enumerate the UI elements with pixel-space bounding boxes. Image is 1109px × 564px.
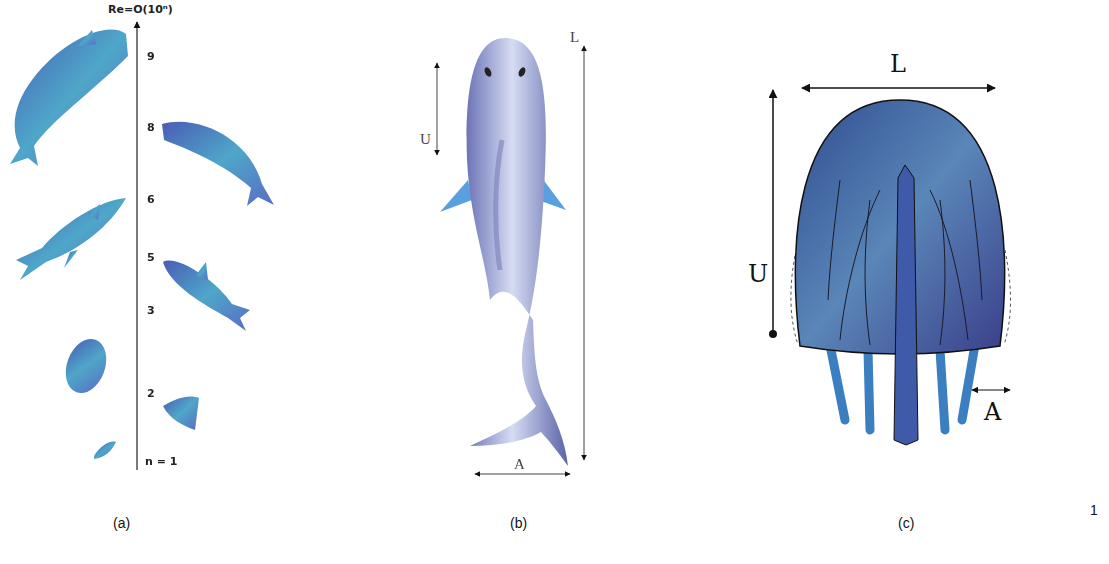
axis-tick: 5 xyxy=(147,252,155,263)
panel-caption: (b) xyxy=(510,516,527,530)
axis-tick: 3 xyxy=(147,305,155,316)
dimension-label: U xyxy=(420,132,431,147)
dimension-label: L xyxy=(570,30,579,45)
dimension-dot xyxy=(769,330,777,338)
axis-tick: 2 xyxy=(147,388,155,399)
jellyfish-illustration xyxy=(791,100,1011,445)
shark-illustration xyxy=(440,38,568,466)
axis-tick: n = 1 xyxy=(145,456,177,467)
axis-label: Re=O(10ⁿ) xyxy=(108,4,173,15)
page-number: 1 xyxy=(1090,503,1098,517)
dimension-label: A xyxy=(514,457,525,472)
dimension-label: L xyxy=(890,52,906,76)
swimmer-series xyxy=(10,30,274,459)
dimension-arrow xyxy=(772,90,774,333)
reynolds-axis xyxy=(136,22,137,470)
dimension-label: U xyxy=(748,262,768,286)
dimension-label: A xyxy=(984,400,1001,424)
axis-tick: 6 xyxy=(147,194,155,205)
dimension-arrow xyxy=(437,63,438,155)
axis-tick: 8 xyxy=(147,122,155,133)
dimension-arrow xyxy=(802,87,995,89)
dimension-arrow xyxy=(584,46,585,460)
panel-caption: (a) xyxy=(113,516,130,530)
dimension-arrow xyxy=(475,474,570,475)
axis-tick: 9 xyxy=(147,51,155,62)
dimension-arrow xyxy=(972,389,1010,390)
panel-caption: (c) xyxy=(898,516,914,530)
